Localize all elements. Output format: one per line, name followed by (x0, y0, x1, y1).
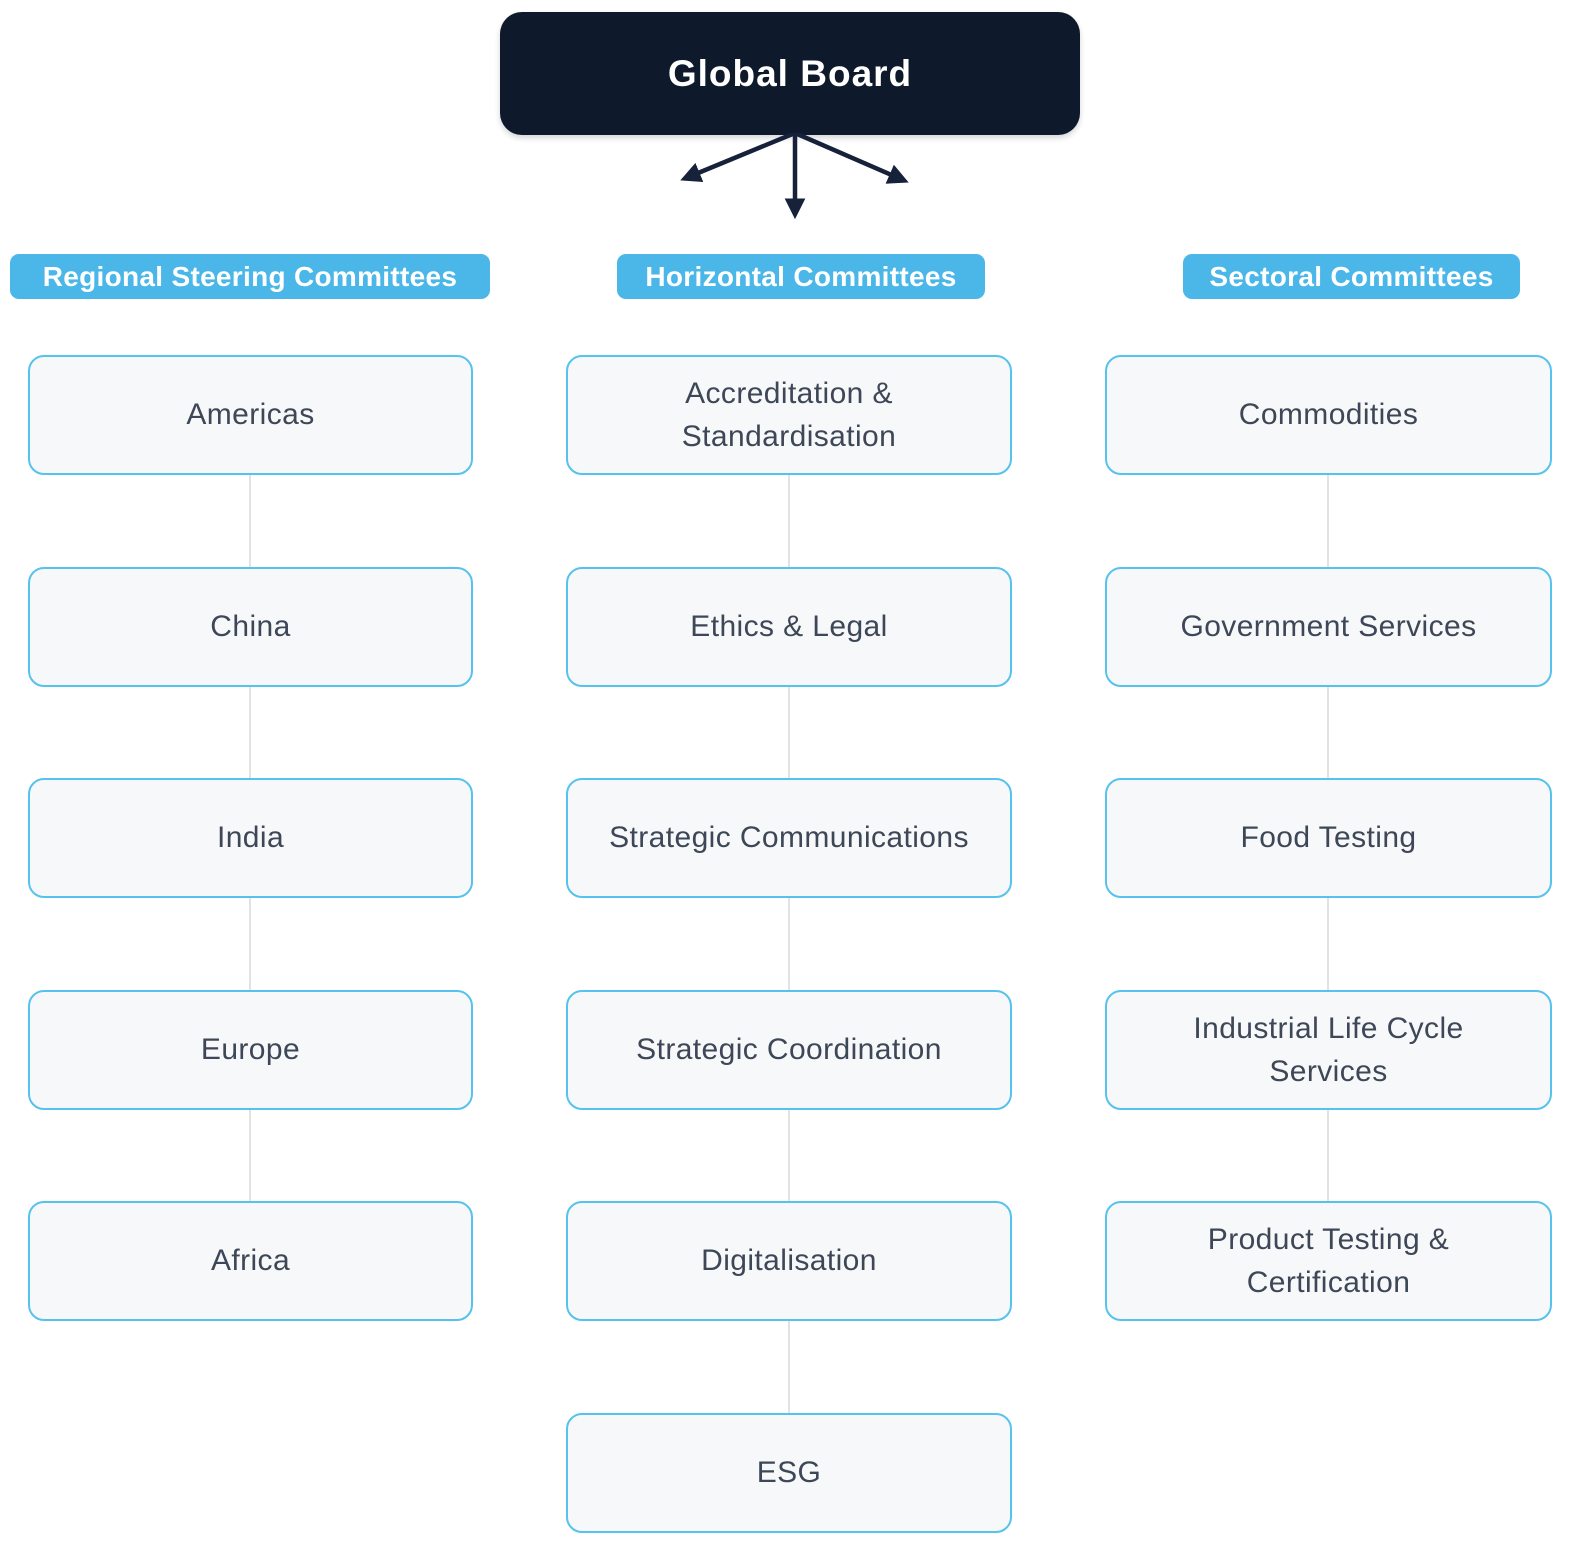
connector-line (788, 1110, 790, 1201)
node-strategic-communications: Strategic Communications (566, 778, 1012, 898)
arrow-right (794, 133, 909, 184)
column-header-regional-steering-committees: Regional Steering Committees (10, 254, 490, 299)
connector-line (249, 687, 251, 778)
connector-line (1327, 898, 1329, 990)
column-header-horizontal-committees: Horizontal Committees (617, 254, 985, 299)
column-header-sectoral-committees: Sectoral Committees (1183, 254, 1520, 299)
node-government-services: Government Services (1105, 567, 1552, 687)
node-india: India (28, 778, 473, 898)
connector-line (1327, 687, 1329, 778)
connector-line (249, 1110, 251, 1201)
node-americas: Americas (28, 355, 473, 475)
connector-line (1327, 1110, 1329, 1201)
fanout-arrows (680, 133, 909, 220)
node-accreditation-standardisation: Accreditation & Standardisation (566, 355, 1012, 475)
node-europe: Europe (28, 990, 473, 1110)
root-node-global-board: Global Board (500, 12, 1080, 135)
connector-line (788, 898, 790, 990)
node-strategic-coordination: Strategic Coordination (566, 990, 1012, 1110)
connector-line (788, 687, 790, 778)
node-food-testing: Food Testing (1105, 778, 1552, 898)
node-commodities: Commodities (1105, 355, 1552, 475)
connector-line (249, 475, 251, 567)
connector-line (788, 1321, 790, 1413)
node-china: China (28, 567, 473, 687)
node-industrial-life-cycle-services: Industrial Life Cycle Services (1105, 990, 1552, 1110)
connector-line (249, 898, 251, 990)
node-ethics-legal: Ethics & Legal (566, 567, 1012, 687)
node-digitalisation: Digitalisation (566, 1201, 1012, 1321)
node-product-testing-certification: Product Testing & Certification (1105, 1201, 1552, 1321)
node-africa: Africa (28, 1201, 473, 1321)
connector-line (788, 475, 790, 567)
node-esg: ESG (566, 1413, 1012, 1533)
connector-line (1327, 475, 1329, 567)
arrow-left (680, 133, 796, 183)
